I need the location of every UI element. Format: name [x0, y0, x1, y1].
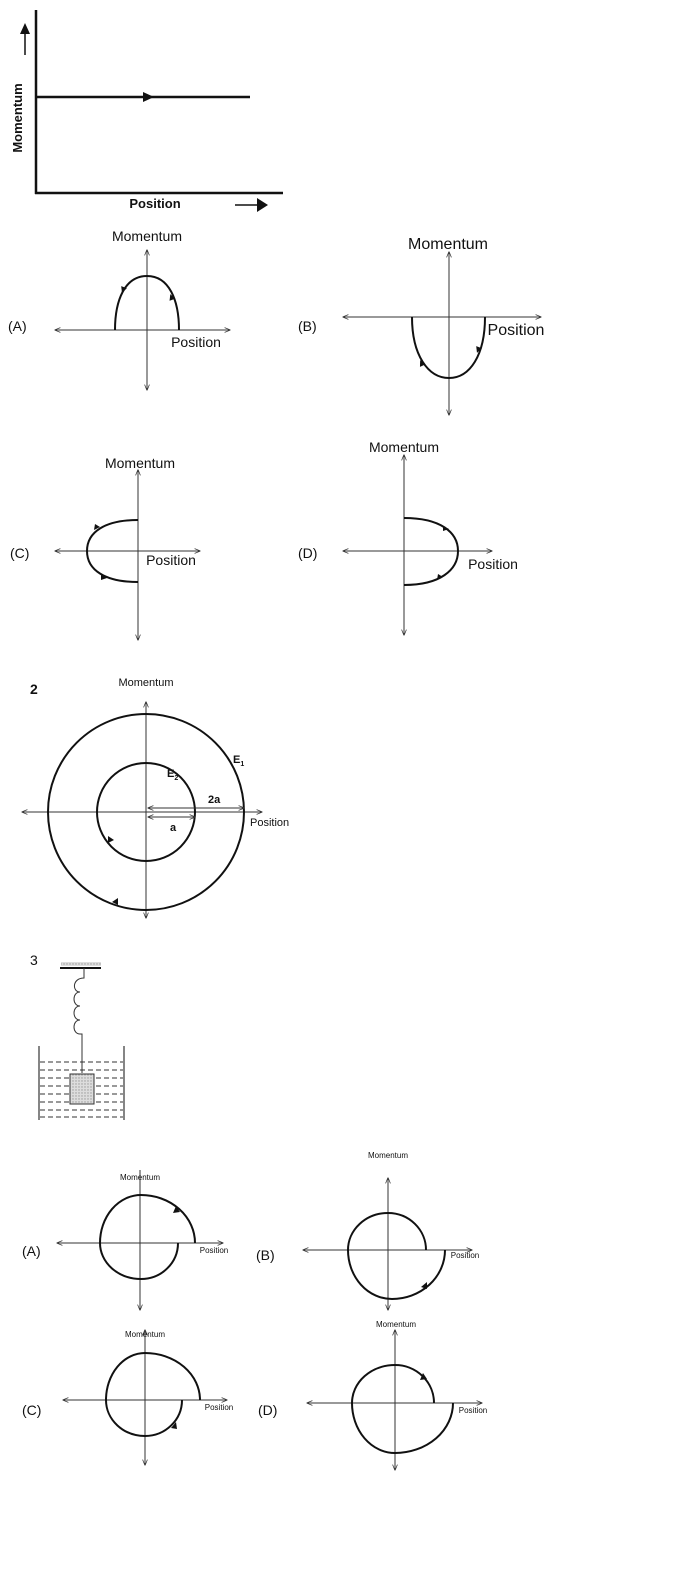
option-a-plot[interactable]: Momentum Position (A) — [8, 228, 230, 390]
direction-arrow-icon — [143, 92, 154, 102]
arrow-icon — [421, 1282, 427, 1289]
arrow-icon — [121, 286, 127, 293]
spring — [73, 968, 85, 1073]
figure-3-damped-spring: 3 — [30, 952, 125, 1120]
option-label: (D) — [258, 1402, 277, 1418]
option-label: (C) — [10, 545, 29, 561]
y-axis-label: Momentum — [112, 228, 182, 244]
radius-a-label: a — [170, 822, 177, 834]
option-c-damped-plot[interactable]: Momentum Position (C) — [22, 1330, 233, 1465]
y-axis-label: Momentum — [125, 1330, 165, 1339]
x-axis-label: Position — [451, 1251, 479, 1260]
arrow-icon — [419, 360, 426, 367]
y-axis-label: Momentum — [369, 439, 439, 455]
y-axis-label: Momentum — [120, 1173, 160, 1182]
trajectory-curve — [411, 316, 486, 380]
figure-number: 3 — [30, 952, 38, 968]
trajectory-curve — [85, 519, 139, 583]
y-axis-label: Momentum — [105, 455, 175, 471]
spiral-curve — [346, 1211, 446, 1301]
option-label: (B) — [256, 1247, 275, 1263]
option-label: (D) — [298, 545, 317, 561]
arrow-icon — [169, 294, 176, 301]
spiral-curve — [98, 1193, 196, 1281]
y-axis-label: Momentum — [408, 236, 488, 253]
arrow-icon — [443, 526, 449, 531]
option-label: (A) — [22, 1243, 41, 1259]
e2-label: E2 — [167, 768, 178, 782]
e1-label: E1 — [233, 754, 244, 768]
option-d-plot[interactable]: Momentum Position (D) — [298, 439, 518, 635]
trajectory-curve — [114, 274, 180, 331]
radius-2a-label: 2a — [208, 794, 221, 806]
y-axis-label: Momentum — [368, 1151, 408, 1160]
y-axis-label: Momentum — [376, 1320, 416, 1329]
option-a-damped-plot[interactable]: Momentum Position (A) — [22, 1170, 228, 1310]
container — [38, 1046, 125, 1120]
figure-number: 2 — [30, 681, 38, 697]
option-label: (C) — [22, 1402, 41, 1418]
spiral-curve — [104, 1351, 201, 1438]
y-axis-label: Momentum — [118, 677, 173, 689]
option-c-plot[interactable]: Momentum Position (C) — [10, 455, 200, 640]
x-axis-label: Position — [488, 322, 545, 339]
ceiling-support — [60, 962, 101, 969]
y-axis-label: Momentum — [10, 83, 25, 152]
x-axis-label: Position — [129, 196, 180, 211]
option-label: (B) — [298, 318, 317, 334]
x-axis-label: Position — [468, 556, 518, 572]
x-axis-label: Position — [146, 552, 196, 568]
trajectory-curve — [403, 517, 460, 586]
up-arrow-icon — [20, 23, 30, 55]
arrow-icon — [112, 898, 118, 905]
option-b-plot[interactable]: Momentum Position (B) — [298, 236, 544, 415]
outer-orbit-e1 — [47, 713, 245, 911]
x-axis-label: Position — [250, 817, 289, 829]
arrow-icon — [173, 1206, 180, 1213]
arrow-icon — [476, 346, 482, 353]
option-label: (A) — [8, 318, 27, 334]
spiral-curve — [350, 1363, 454, 1455]
arrow-icon — [94, 524, 100, 530]
option-d-damped-plot[interactable]: Momentum Position (D) — [258, 1320, 487, 1470]
option-b-damped-plot[interactable]: Momentum Position (B) — [256, 1151, 479, 1310]
figure-2-energy-circles: 2 Momentum Position E1 E2 2a a — [22, 677, 289, 918]
arrow-icon — [101, 575, 107, 580]
figure-1-phase-plot: Momentum Position — [10, 10, 283, 212]
arrow-icon — [437, 574, 443, 580]
x-axis-label: Position — [205, 1403, 233, 1412]
x-axis-label: Position — [200, 1246, 228, 1255]
mass-block — [69, 1073, 95, 1105]
right-arrow-icon — [235, 198, 268, 212]
arrow-icon — [420, 1373, 427, 1380]
arrow-icon — [171, 1422, 177, 1429]
x-axis-label: Position — [459, 1406, 487, 1415]
inner-orbit-e2 — [96, 762, 196, 862]
arrow-icon — [108, 836, 114, 843]
x-axis-label: Position — [171, 334, 221, 350]
